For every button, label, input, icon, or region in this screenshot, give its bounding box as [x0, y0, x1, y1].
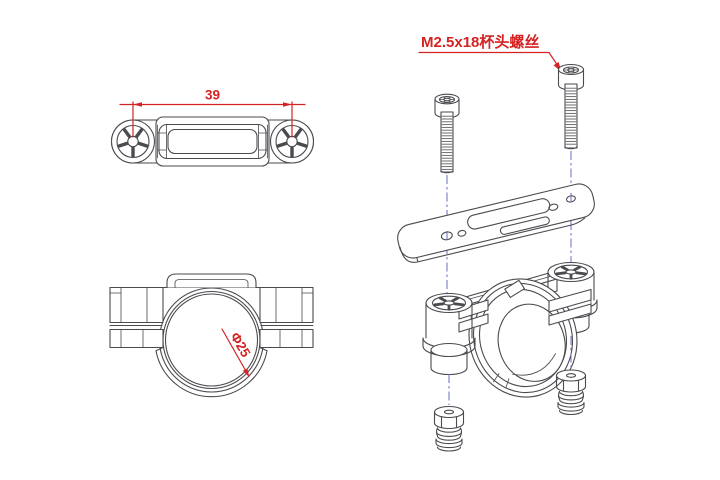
- clamp-outer-ring: [158, 287, 265, 393]
- mounting-plate: [397, 183, 595, 263]
- lug-left-upper: [458, 299, 489, 320]
- plate-thickness-edge: [399, 217, 586, 263]
- lower-flange-right: [259, 328, 314, 349]
- lock-nut-right: [555, 369, 587, 416]
- ring-top-tab: [504, 279, 526, 298]
- upper-flange-left: [109, 286, 164, 324]
- top-tab-inner: [174, 279, 249, 288]
- screw-tip: [564, 145, 578, 150]
- ring-bore: [497, 303, 566, 382]
- plate-outline: [397, 183, 595, 259]
- extension-lines: [132, 101, 293, 138]
- screw-callout: M2.5x18杯头螺丝: [418, 33, 562, 72]
- top-view-bracket: 39: [109, 88, 316, 167]
- boss-left-lower-top: [430, 342, 468, 358]
- cap-screw-left: [434, 93, 460, 174]
- upper-flange-details: [109, 287, 314, 323]
- lug-right-lower: [548, 303, 592, 326]
- leader-arrowhead: [242, 368, 250, 378]
- screw-callout-label: M2.5x18杯头螺丝: [421, 33, 539, 51]
- lug-left: [458, 299, 489, 333]
- screw-threads: [565, 86, 577, 146]
- bore-inner-wall: [512, 353, 556, 376]
- ring-outer: [472, 282, 574, 394]
- clamp-body-isometric: [422, 261, 598, 398]
- screw-tip: [440, 169, 454, 174]
- exploded-assembly-view: M2.5x18杯头螺丝: [397, 33, 598, 452]
- lug-right-ticks: [548, 299, 592, 317]
- strap-seams: [492, 373, 510, 389]
- clamp-bore: [164, 293, 259, 387]
- lower-flange-details: [120, 329, 303, 348]
- bracket-neck-details: [157, 124, 268, 159]
- lug-right: [548, 288, 592, 326]
- screw-threads: [441, 114, 453, 170]
- boss-left-top: [424, 292, 474, 314]
- dimension-39: 39: [119, 88, 306, 138]
- leader-line: [221, 328, 248, 374]
- bracket-slot: [167, 128, 258, 155]
- plate-long-slot: [467, 198, 551, 230]
- lower-flange-left: [109, 328, 164, 349]
- cap-screw-right: [557, 63, 585, 150]
- lug-left-lower: [458, 313, 489, 333]
- front-view-clamp: Φ25: [109, 273, 314, 398]
- top-tab: [166, 273, 257, 289]
- strap-outer-arc: [155, 346, 268, 398]
- dimension-39-value: 39: [205, 88, 220, 103]
- plate-hole-right-a: [548, 203, 559, 211]
- boss-left: [422, 292, 476, 376]
- arrowhead-left: [133, 102, 142, 107]
- bracket-frame: [158, 123, 267, 160]
- plate-hole-left: [440, 231, 453, 241]
- plate-hole-left-small: [457, 229, 467, 237]
- boss-right-top: [546, 261, 596, 283]
- plate-hole-right-b: [565, 195, 576, 203]
- lock-nut-left: [433, 405, 465, 452]
- callout-leader: [548, 51, 558, 66]
- plate-short-slot: [499, 216, 550, 235]
- arrowhead-right: [283, 102, 292, 107]
- boss-left-side: [425, 302, 473, 339]
